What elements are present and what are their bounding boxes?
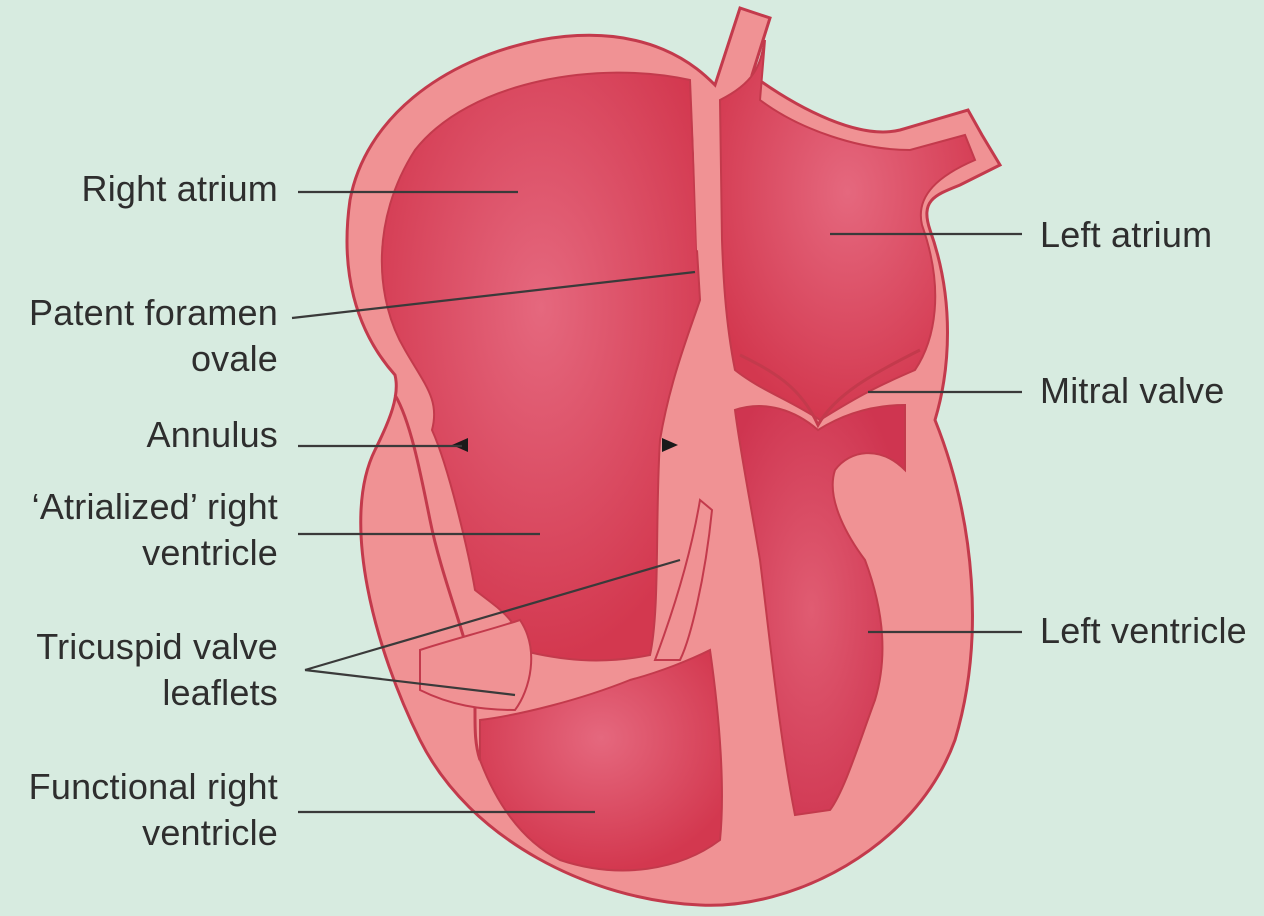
label-right-atrium-text: Right atrium (82, 166, 278, 212)
label-functional-right-ventricle: Functional right ventricle (29, 764, 278, 856)
label-functional-line1: Functional right (29, 764, 278, 810)
label-tricuspid-line1: Tricuspid valve (36, 624, 278, 670)
label-atrialized-line1: ‘Atrialized’ right (32, 484, 278, 530)
label-atrialized-right-ventricle: ‘Atrialized’ right ventricle (32, 484, 278, 576)
label-right-atrium: Right atrium (82, 166, 278, 212)
label-tricuspid-line2: leaflets (36, 670, 278, 716)
label-left-ventricle: Left ventricle (1040, 608, 1247, 654)
label-left-atrium-text: Left atrium (1040, 212, 1212, 258)
label-patent-foramen-ovale: Patent foramen ovale (29, 290, 278, 382)
label-atrialized-line2: ventricle (32, 530, 278, 576)
label-functional-line2: ventricle (29, 810, 278, 856)
label-left-ventricle-text: Left ventricle (1040, 608, 1247, 654)
label-left-atrium: Left atrium (1040, 212, 1212, 258)
label-patent-foramen-line2: ovale (29, 336, 278, 382)
label-mitral-valve: Mitral valve (1040, 368, 1224, 414)
label-annulus-text: Annulus (147, 412, 279, 458)
label-mitral-valve-text: Mitral valve (1040, 368, 1224, 414)
label-annulus: Annulus (147, 412, 279, 458)
label-patent-foramen-line1: Patent foramen (29, 290, 278, 336)
label-tricuspid-valve-leaflets: Tricuspid valve leaflets (36, 624, 278, 716)
